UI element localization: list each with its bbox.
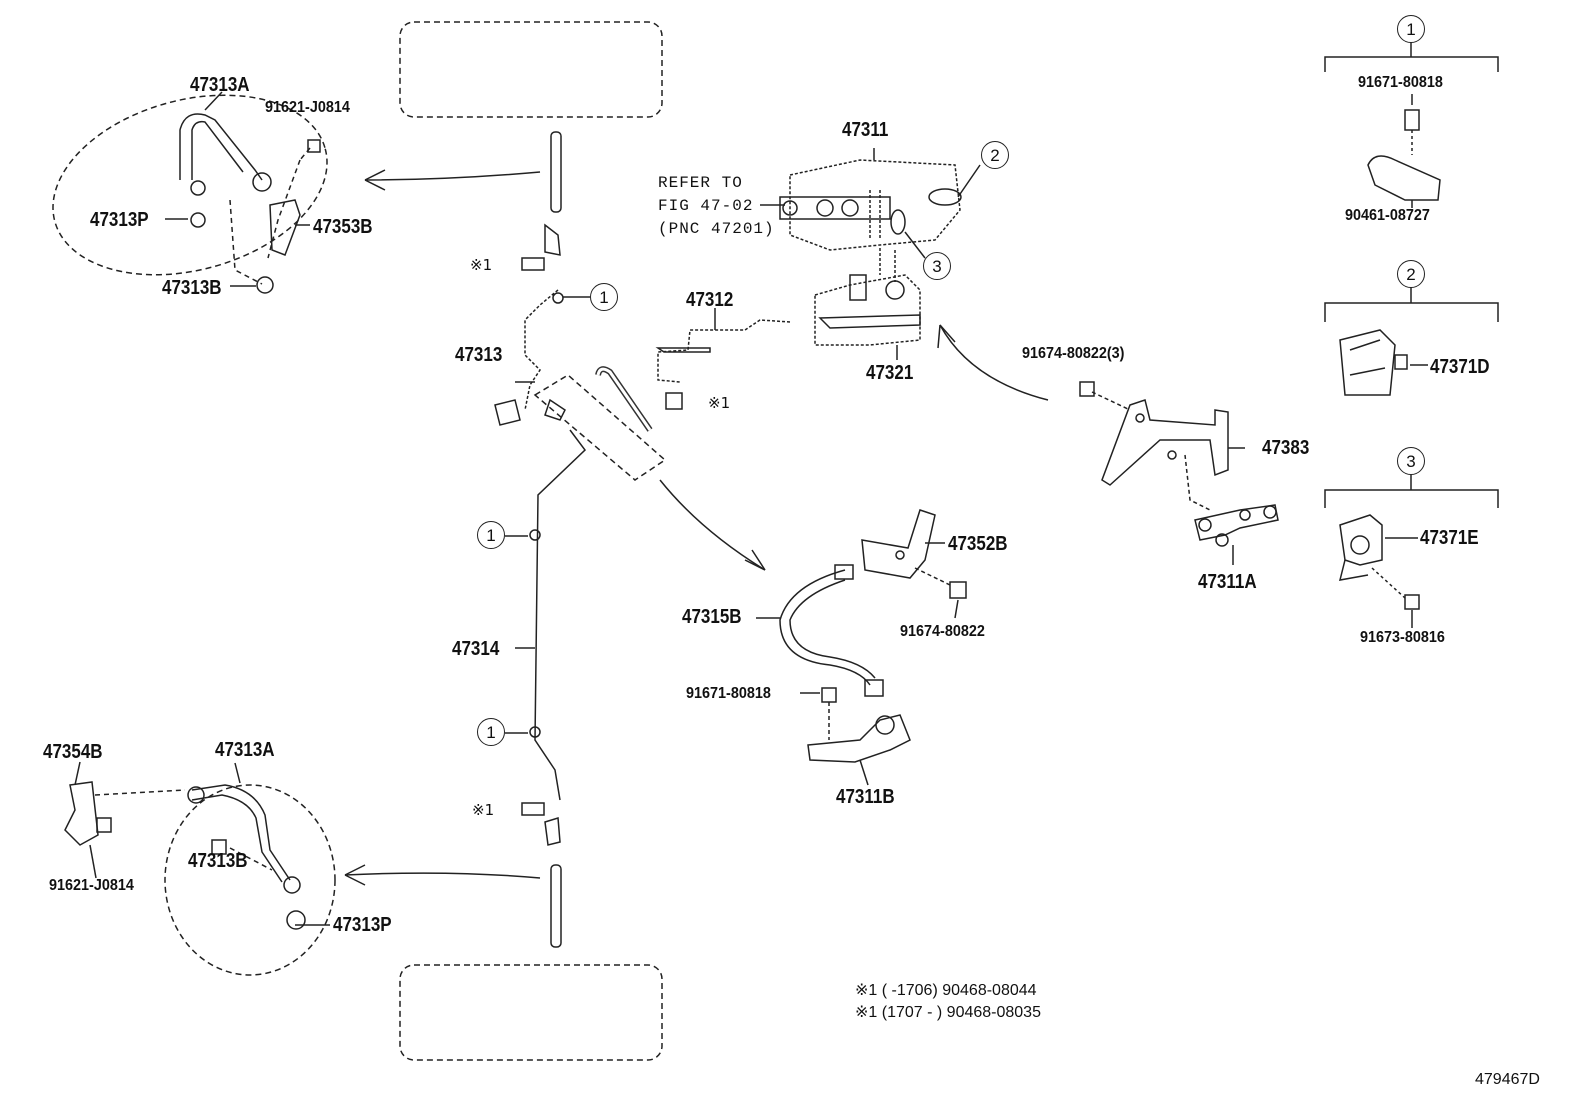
clip-3-marker <box>890 209 906 235</box>
callout-1-rear: 1 <box>477 718 505 746</box>
bottom-bracket <box>64 781 99 846</box>
label-47371E: 47371E <box>1420 527 1479 549</box>
label-91673: 91673-80816 <box>1360 629 1445 646</box>
brake-line-47313 <box>524 289 559 411</box>
flex-hose-47315B <box>779 569 871 686</box>
label-47313B-top: 47313B <box>162 277 222 299</box>
legend-frame-3 <box>1324 475 1499 508</box>
top-flex-hose <box>179 113 263 181</box>
callout-2-master: 2 <box>981 141 1009 169</box>
label-47312: 47312 <box>686 289 734 311</box>
figure-id: 479467D <box>1475 1071 1540 1088</box>
label-47321: 47321 <box>866 362 914 384</box>
label-91674: 91674-80822 <box>900 623 985 640</box>
bracket-47383 <box>1101 399 1229 486</box>
caliper-bracket-47311B <box>807 714 911 763</box>
clip-47371E <box>1339 514 1383 566</box>
label-47313: 47313 <box>455 344 503 366</box>
callout-3-legend: 3 <box>1397 447 1425 475</box>
refer-line-2: FIG 47-02 <box>658 197 754 215</box>
top-detail-outline <box>52 94 328 276</box>
master-cylinder-outline <box>789 159 961 251</box>
refer-line-1: REFER TO <box>658 174 743 192</box>
brake-line-47314 <box>534 429 586 801</box>
hose-detail-box <box>533 374 667 481</box>
label-47315B: 47315B <box>682 606 742 628</box>
clip-2-marker <box>928 188 962 206</box>
arrow-to-valve <box>939 324 1049 401</box>
label-47383: 47383 <box>1262 437 1310 459</box>
label-47371D: 47371D <box>1430 356 1490 378</box>
label-91621-bot: 91621-J0814 <box>49 877 134 894</box>
valve-bracket-outline <box>814 274 921 346</box>
label-47352B: 47352B <box>948 533 1008 555</box>
valve-47311A <box>1194 504 1279 541</box>
front-axle-rod <box>550 131 562 213</box>
top-bracket <box>269 199 301 256</box>
label-47313A-top: 47313A <box>190 74 250 96</box>
mark-x1-front: ※1 <box>470 256 493 274</box>
footnote-2: ※1 (1707 - ) 90468-08035 <box>855 1004 1041 1021</box>
arrow-to-bottom-detail <box>344 872 541 879</box>
label-47311B: 47311B <box>836 786 895 808</box>
bottom-detail-outline <box>164 784 336 976</box>
label-91674-3: 91674-80822(3) <box>1022 345 1125 362</box>
mark-x1-rear: ※1 <box>472 801 495 819</box>
label-91671-right: 91671-80818 <box>1358 74 1443 91</box>
footnote-1: ※1 ( -1706) 90468-08044 <box>855 982 1037 999</box>
refer-line-3: (PNC 47201) <box>658 220 775 238</box>
label-47353B: 47353B <box>313 216 373 238</box>
bracket-47352B <box>861 509 936 579</box>
label-47313P-bot: 47313P <box>333 914 392 936</box>
label-47313B-bot: 47313B <box>188 850 248 872</box>
label-47313P-top: 47313P <box>90 209 149 231</box>
label-91671-mid: 91671-80818 <box>686 685 771 702</box>
bottom-flex-hose <box>191 784 291 881</box>
brake-line-47312 <box>657 319 791 383</box>
callout-3-master: 3 <box>923 252 951 280</box>
label-47311A: 47311A <box>1198 571 1257 593</box>
arrow-to-top-detail <box>364 171 541 181</box>
clip-47371D <box>1339 329 1396 396</box>
callout-1-legend: 1 <box>1397 15 1425 43</box>
rear-axle-rod <box>550 864 562 948</box>
mark-x1-middle: ※1 <box>708 394 731 412</box>
label-47314: 47314 <box>452 638 500 660</box>
label-91621-top: 91621-J0814 <box>265 99 350 116</box>
legend-frame-1 <box>1324 42 1499 72</box>
callout-1-mid: 1 <box>477 521 505 549</box>
label-47311: 47311 <box>842 119 889 141</box>
rear-wheel-well <box>399 964 663 1061</box>
callout-2-legend: 2 <box>1397 260 1425 288</box>
arrow-to-hose-detail <box>659 479 766 571</box>
callout-1-front: 1 <box>590 283 618 311</box>
label-90461: 90461-08727 <box>1345 207 1430 224</box>
front-wheel-well <box>399 21 663 118</box>
label-47313A-bot: 47313A <box>215 739 275 761</box>
clip-90461 <box>1367 155 1441 201</box>
label-47354B: 47354B <box>43 741 103 763</box>
legend-frame-2 <box>1324 287 1499 322</box>
